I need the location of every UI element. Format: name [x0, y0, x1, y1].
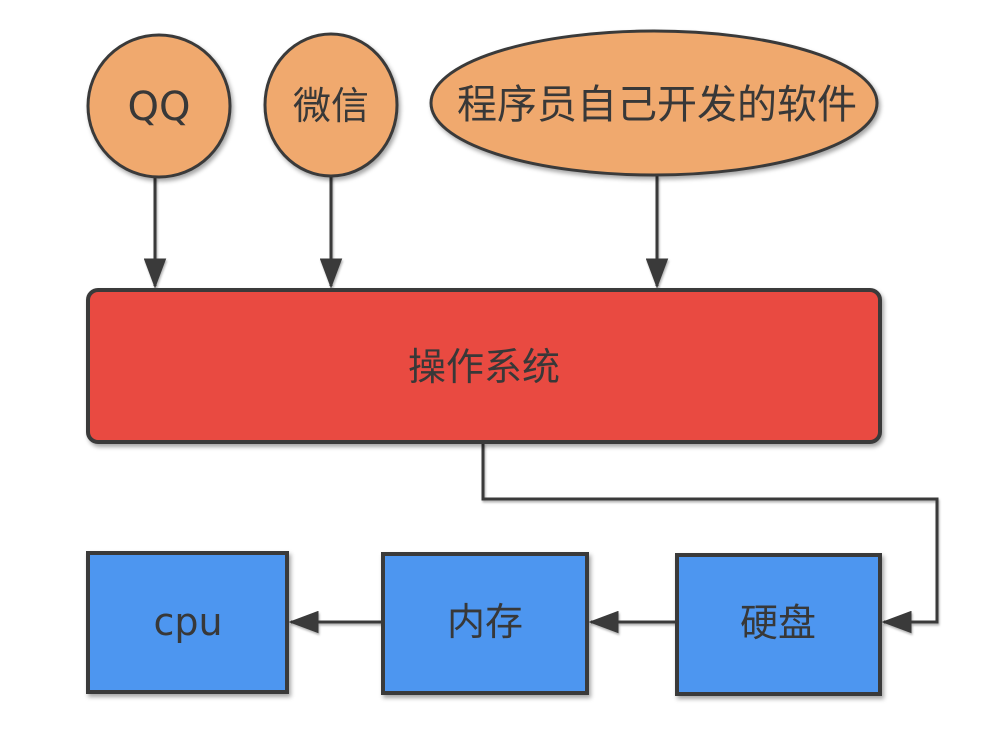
memory-node — [381, 552, 589, 695]
os-node-group: 操作系统 — [86, 288, 882, 444]
memory-node-label: 内存 — [447, 600, 523, 644]
disk-node — [675, 553, 882, 696]
custom-software-node — [429, 29, 879, 177]
cpu-node — [86, 551, 289, 694]
edge-os-to-disk — [481, 443, 939, 634]
qq-node — [86, 33, 232, 179]
os-node — [86, 288, 882, 444]
disk-node-label: 硬盘 — [740, 601, 816, 645]
wechat-node — [263, 32, 399, 178]
edges-group — [143, 174, 939, 634]
application-nodes-group: QQ 微信 程序员自己开发的软件 — [86, 29, 879, 179]
os-node-label: 操作系统 — [408, 345, 560, 389]
cpu-node-label: cpu — [153, 600, 222, 644]
qq-node-label: QQ — [128, 84, 191, 130]
wechat-node-label: 微信 — [293, 84, 369, 128]
hardware-nodes-group: cpu 内存 硬盘 — [86, 551, 882, 696]
custom-software-node-label: 程序员自己开发的软件 — [457, 82, 857, 128]
